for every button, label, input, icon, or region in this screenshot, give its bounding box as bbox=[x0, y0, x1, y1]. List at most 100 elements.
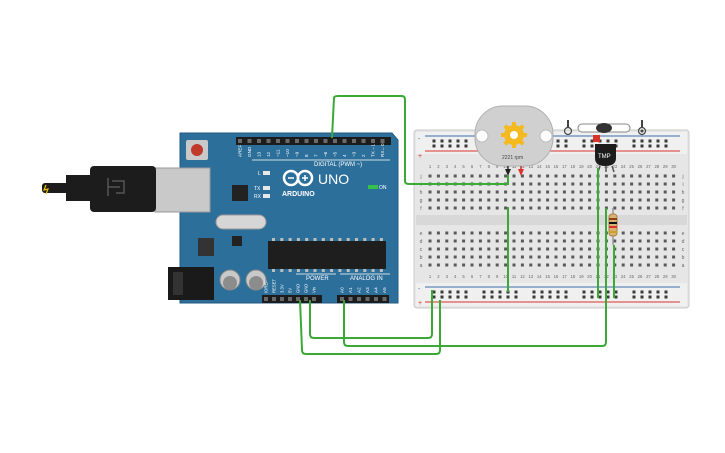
rail-hole[interactable] bbox=[432, 139, 436, 143]
breadboard-hole[interactable] bbox=[487, 174, 491, 178]
power-pin[interactable] bbox=[264, 297, 268, 301]
breadboard-hole[interactable] bbox=[571, 190, 575, 194]
breadboard-hole[interactable] bbox=[663, 206, 667, 210]
breadboard-hole[interactable] bbox=[478, 231, 482, 235]
breadboard-hole[interactable] bbox=[571, 206, 575, 210]
digital-pin[interactable] bbox=[342, 139, 347, 143]
digital-pin[interactable] bbox=[333, 139, 337, 143]
breadboard-hole[interactable] bbox=[428, 206, 432, 210]
rail-hole[interactable] bbox=[440, 139, 444, 143]
rail-hole[interactable] bbox=[464, 139, 468, 143]
breadboard-hole[interactable] bbox=[655, 239, 659, 243]
breadboard-hole[interactable] bbox=[495, 239, 499, 243]
rail-hole[interactable] bbox=[590, 144, 594, 148]
breadboard-hole[interactable] bbox=[445, 198, 449, 202]
breadboard-hole[interactable] bbox=[546, 174, 550, 178]
dc-motor[interactable]: 2221 rpm bbox=[474, 105, 554, 176]
breadboard-hole[interactable] bbox=[613, 182, 617, 186]
breadboard-hole[interactable] bbox=[462, 247, 466, 251]
breadboard-hole[interactable] bbox=[604, 182, 608, 186]
breadboard-hole[interactable] bbox=[504, 247, 508, 251]
breadboard-hole[interactable] bbox=[638, 263, 642, 267]
breadboard-hole[interactable] bbox=[445, 190, 449, 194]
breadboard-hole[interactable] bbox=[588, 182, 592, 186]
breadboard-hole[interactable] bbox=[638, 182, 642, 186]
breadboard-hole[interactable] bbox=[638, 231, 642, 235]
rail-hole[interactable] bbox=[464, 290, 468, 294]
rail-hole[interactable] bbox=[590, 139, 594, 143]
breadboard-hole[interactable] bbox=[462, 198, 466, 202]
rail-hole[interactable] bbox=[656, 144, 660, 148]
temperature-slider[interactable] bbox=[563, 120, 647, 136]
breadboard-hole[interactable] bbox=[504, 231, 508, 235]
breadboard-hole[interactable] bbox=[554, 206, 558, 210]
breadboard-hole[interactable] bbox=[554, 190, 558, 194]
breadboard-hole[interactable] bbox=[512, 263, 516, 267]
breadboard-hole[interactable] bbox=[428, 239, 432, 243]
breadboard-hole[interactable] bbox=[571, 263, 575, 267]
breadboard-hole[interactable] bbox=[571, 255, 575, 259]
breadboard-hole[interactable] bbox=[655, 190, 659, 194]
breadboard-hole[interactable] bbox=[646, 182, 650, 186]
rail-hole[interactable] bbox=[548, 295, 552, 299]
breadboard-hole[interactable] bbox=[562, 206, 566, 210]
breadboard-hole[interactable] bbox=[554, 255, 558, 259]
breadboard-hole[interactable] bbox=[520, 206, 524, 210]
breadboard-hole[interactable] bbox=[638, 174, 642, 178]
breadboard-hole[interactable] bbox=[579, 206, 583, 210]
wire-pin-7-to-motor[interactable] bbox=[331, 95, 509, 185]
rail-hole[interactable] bbox=[540, 290, 544, 294]
breadboard-hole[interactable] bbox=[495, 198, 499, 202]
rail-hole[interactable] bbox=[448, 295, 452, 299]
breadboard-hole[interactable] bbox=[504, 190, 508, 194]
breadboard-hole[interactable] bbox=[621, 190, 625, 194]
rail-hole[interactable] bbox=[582, 290, 586, 294]
breadboard-hole[interactable] bbox=[646, 198, 650, 202]
breadboard[interactable]: - + - + 11223344556677889910101111121213… bbox=[413, 129, 690, 309]
rail-hole[interactable] bbox=[606, 295, 610, 299]
rail-hole[interactable] bbox=[506, 295, 510, 299]
breadboard-hole[interactable] bbox=[495, 231, 499, 235]
breadboard-hole[interactable] bbox=[537, 198, 541, 202]
breadboard-hole[interactable] bbox=[571, 198, 575, 202]
rail-hole[interactable] bbox=[556, 290, 560, 294]
breadboard-hole[interactable] bbox=[630, 231, 634, 235]
rail-hole[interactable] bbox=[564, 295, 568, 299]
breadboard-hole[interactable] bbox=[428, 174, 432, 178]
breadboard-hole[interactable] bbox=[546, 182, 550, 186]
breadboard-hole[interactable] bbox=[579, 239, 583, 243]
breadboard-hole[interactable] bbox=[672, 190, 676, 194]
digital-pin[interactable] bbox=[371, 139, 375, 143]
breadboard-hole[interactable] bbox=[529, 206, 533, 210]
breadboard-hole[interactable] bbox=[512, 231, 516, 235]
breadboard-hole[interactable] bbox=[537, 255, 541, 259]
breadboard-hole[interactable] bbox=[436, 206, 440, 210]
breadboard-hole[interactable] bbox=[613, 198, 617, 202]
breadboard-hole[interactable] bbox=[663, 239, 667, 243]
rail-hole[interactable] bbox=[656, 295, 660, 299]
breadboard-hole[interactable] bbox=[630, 239, 634, 243]
breadboard-hole[interactable] bbox=[504, 198, 508, 202]
rail-hole[interactable] bbox=[556, 144, 560, 148]
breadboard-hole[interactable] bbox=[470, 231, 474, 235]
breadboard-hole[interactable] bbox=[462, 263, 466, 267]
resistor[interactable] bbox=[608, 208, 618, 245]
breadboard-hole[interactable] bbox=[428, 263, 432, 267]
breadboard-hole[interactable] bbox=[546, 255, 550, 259]
rail-hole[interactable] bbox=[540, 295, 544, 299]
breadboard-hole[interactable] bbox=[646, 247, 650, 251]
power-pin[interactable] bbox=[312, 297, 316, 301]
rail-hole[interactable] bbox=[482, 290, 486, 294]
breadboard-hole[interactable] bbox=[453, 263, 457, 267]
breadboard-hole[interactable] bbox=[504, 174, 508, 178]
power-pin[interactable] bbox=[272, 297, 276, 301]
breadboard-hole[interactable] bbox=[504, 263, 508, 267]
breadboard-hole[interactable] bbox=[445, 263, 449, 267]
breadboard-hole[interactable] bbox=[630, 182, 634, 186]
breadboard-hole[interactable] bbox=[546, 206, 550, 210]
rail-hole[interactable] bbox=[664, 295, 668, 299]
breadboard-hole[interactable] bbox=[462, 255, 466, 259]
breadboard-hole[interactable] bbox=[655, 198, 659, 202]
rail-hole[interactable] bbox=[456, 290, 460, 294]
